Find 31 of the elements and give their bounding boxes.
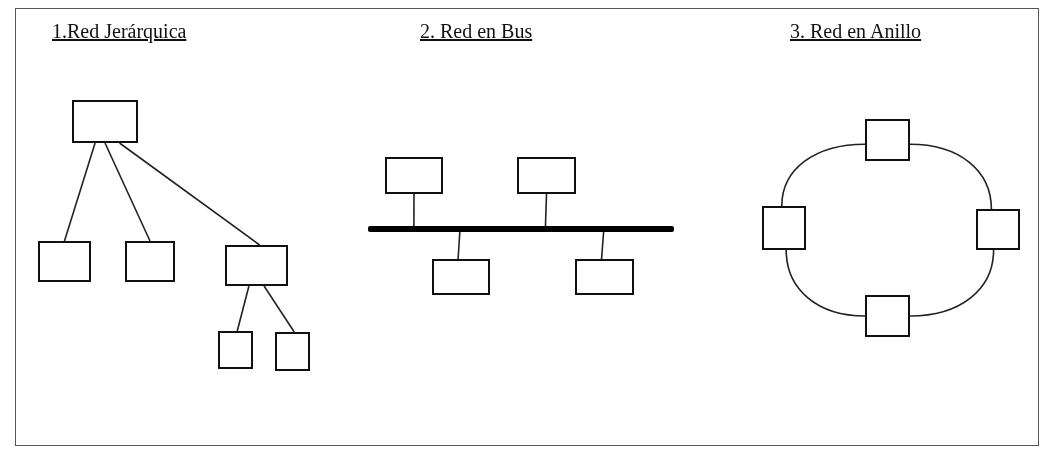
network-node-box: [865, 295, 910, 337]
network-node-box: [38, 241, 91, 282]
network-node-box: [432, 259, 490, 295]
network-node-box: [385, 157, 443, 194]
connection-line: [785, 249, 866, 317]
section-heading: 1.Red Jerárquica: [52, 20, 187, 43]
network-node-box: [575, 259, 634, 295]
connection-line: [457, 231, 461, 260]
network-node-box: [218, 331, 253, 369]
network-node-box: [125, 241, 175, 282]
connection-line: [909, 143, 993, 210]
network-node-box: [72, 100, 138, 143]
connection-line: [236, 285, 250, 332]
connection-line: [118, 142, 261, 246]
network-node-box: [865, 119, 910, 161]
connection-line: [413, 193, 415, 227]
network-node-box: [517, 157, 576, 194]
connection-line: [263, 285, 296, 333]
connection-line: [544, 193, 548, 227]
network-node-box: [762, 206, 806, 250]
connection-line: [104, 142, 151, 242]
section-heading: 2. Red en Bus: [420, 20, 533, 43]
network-node-box: [275, 332, 310, 371]
connection-line: [63, 142, 96, 242]
section-heading: 3. Red en Anillo: [790, 20, 922, 43]
connection-line: [909, 249, 995, 317]
network-node-box: [225, 245, 288, 286]
network-node-box: [976, 209, 1020, 250]
connection-line: [781, 143, 866, 207]
bus-line: [368, 226, 674, 232]
connection-line: [600, 231, 605, 260]
